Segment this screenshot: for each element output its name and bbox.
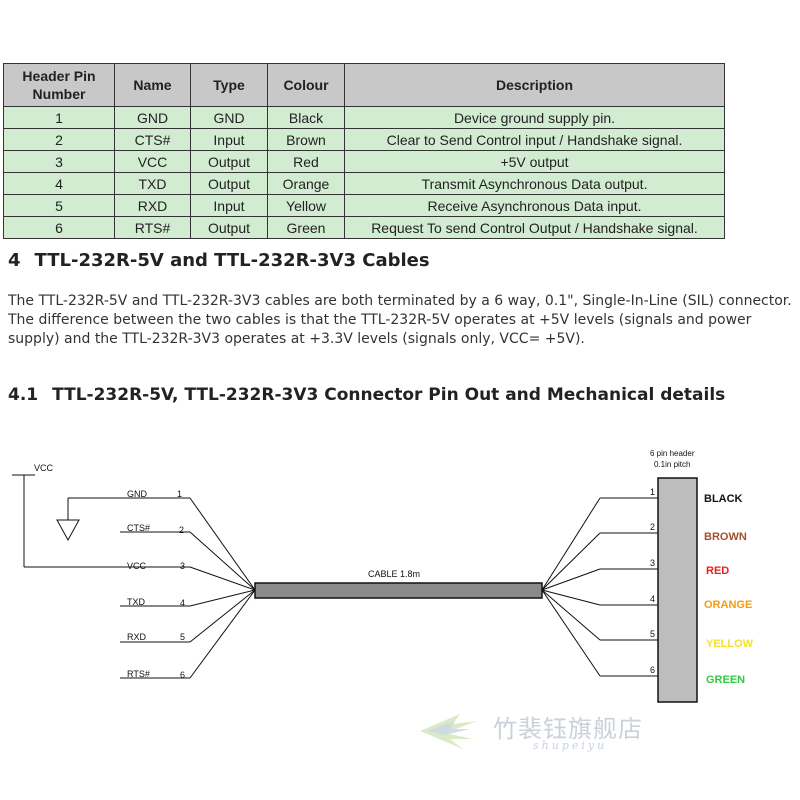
wire-label-orange: ORANGE [704, 599, 752, 611]
cell-colour: Green [267, 216, 345, 239]
vcc-rail [12, 474, 190, 568]
right-pin-lines [600, 497, 658, 677]
cable-label: CABLE 1.8m [368, 569, 420, 579]
left-pin-name-rxd: RXD [127, 632, 147, 642]
table-row: 6 RTS# Output Green Request To send Cont… [3, 216, 725, 239]
section-41-heading: 4.1 TTL-232R-5V, TTL-232R-3V3 Connector P… [8, 385, 725, 405]
right-pin-num-4: 4 [650, 594, 655, 604]
cell-type: GND [190, 106, 268, 129]
header-description: Description [344, 63, 725, 107]
wire-label-yellow: YELLOW [706, 638, 754, 650]
left-pin-name-rts: RTS# [127, 669, 150, 679]
right-pin-num-3: 3 [650, 558, 655, 568]
cell-pin: 1 [3, 106, 115, 129]
cell-description: +5V output [344, 150, 725, 173]
section-4-heading: 4 TTL-232R-5V and TTL-232R-3V3 Cables [8, 250, 430, 271]
wire-label-green: GREEN [706, 674, 745, 686]
cable-body [254, 582, 543, 599]
left-pin-num-5: 5 [180, 632, 185, 642]
section-4-paragraph: The TTL-232R-5V and TTL-232R-3V3 cables … [8, 293, 792, 347]
table-row: 1 GND GND Black Device ground supply pin… [3, 106, 725, 129]
section-41-title: TTL-232R-5V, TTL-232R-3V3 Connector Pin … [52, 385, 726, 405]
ground-symbol [56, 497, 190, 542]
cell-name: VCC [114, 150, 191, 173]
left-pin-num-6: 6 [180, 670, 185, 680]
cell-pin: 3 [3, 150, 115, 173]
left-pin-name-cts: CTS# [127, 523, 150, 533]
vcc-rail-label: VCC [34, 463, 54, 473]
cell-pin: 6 [3, 216, 115, 239]
wire-label-brown: BROWN [704, 531, 747, 543]
wire-label-red: RED [706, 565, 729, 577]
right-pin-num-2: 2 [650, 522, 655, 532]
pin-header-block [657, 477, 698, 703]
cell-name: TXD [114, 172, 191, 195]
table-row: 2 CTS# Input Brown Clear to Send Control… [3, 128, 725, 151]
cell-description: Request To send Control Output / Handsha… [344, 216, 725, 239]
store-watermark: 竹裴钰旗舰店 shupeiyu [415, 705, 695, 760]
left-pin-name-vcc: VCC [127, 561, 147, 571]
wire-label-black: BLACK [704, 493, 743, 505]
right-pin-num-1: 1 [650, 487, 655, 497]
cell-description: Clear to Send Control input / Handshake … [344, 128, 725, 151]
cell-pin: 5 [3, 194, 115, 217]
left-pin-name-gnd: GND [127, 489, 148, 499]
right-fan-lines [541, 497, 601, 677]
left-fan-lines [189, 497, 256, 679]
left-pins: GND 1 CTS# 2 VCC 3 TXD 4 RXD 5 RTS# 6 [120, 489, 190, 680]
section-4-number: 4 [8, 250, 21, 271]
watermark-subtext: shupeiyu [533, 739, 608, 752]
left-pin-num-1: 1 [177, 489, 182, 499]
section-41-number: 4.1 [8, 385, 39, 405]
table-row: 4 TXD Output Orange Transmit Asynchronou… [3, 172, 725, 195]
cell-colour: Brown [267, 128, 345, 151]
header-label-line2: 0.1in pitch [654, 460, 690, 469]
cell-colour: Red [267, 150, 345, 173]
cell-name: RXD [114, 194, 191, 217]
cell-type: Output [190, 150, 268, 173]
cell-description: Transmit Asynchronous Data output. [344, 172, 725, 195]
left-pin-num-3: 3 [180, 561, 185, 571]
cell-type: Output [190, 216, 268, 239]
cell-name: GND [114, 106, 191, 129]
cell-name: RTS# [114, 216, 191, 239]
cell-pin: 2 [3, 128, 115, 151]
header-colour: Colour [267, 63, 345, 107]
cell-type: Input [190, 128, 268, 151]
left-pin-num-2: 2 [179, 525, 184, 535]
cell-colour: Black [267, 106, 345, 129]
header-type: Type [190, 63, 268, 107]
cell-description: Receive Asynchronous Data input. [344, 194, 725, 217]
cell-name: CTS# [114, 128, 191, 151]
cell-type: Output [190, 172, 268, 195]
right-pin-num-5: 5 [650, 629, 655, 639]
watermark-text: 竹裴钰旗舰店 [493, 715, 643, 743]
table-row: 3 VCC Output Red +5V output [3, 150, 725, 173]
cell-colour: Orange [267, 172, 345, 195]
right-pin-num-6: 6 [650, 665, 655, 675]
cell-pin: 4 [3, 172, 115, 195]
cell-type: Input [190, 194, 268, 217]
header-label-line1: 6 pin header [650, 449, 695, 458]
right-pin-numbers: 1 2 3 4 5 6 [650, 487, 655, 675]
connector-diagram: VCC GND 1 CTS# 2 VCC 3 TXD 4 RXD 5 RTS# … [12, 449, 754, 703]
wire-colour-labels: BLACK BROWN RED ORANGE YELLOW GREEN [704, 493, 754, 686]
header-name: Name [114, 63, 191, 107]
cell-colour: Yellow [267, 194, 345, 217]
left-pin-name-txd: TXD [127, 597, 146, 607]
watermark-logo-icon [420, 714, 477, 749]
cell-description: Device ground supply pin. [344, 106, 725, 129]
left-pin-num-4: 4 [180, 598, 185, 608]
section-4-title: TTL-232R-5V and TTL-232R-3V3 Cables [34, 250, 430, 271]
table-row: 5 RXD Input Yellow Receive Asynchronous … [3, 194, 725, 217]
